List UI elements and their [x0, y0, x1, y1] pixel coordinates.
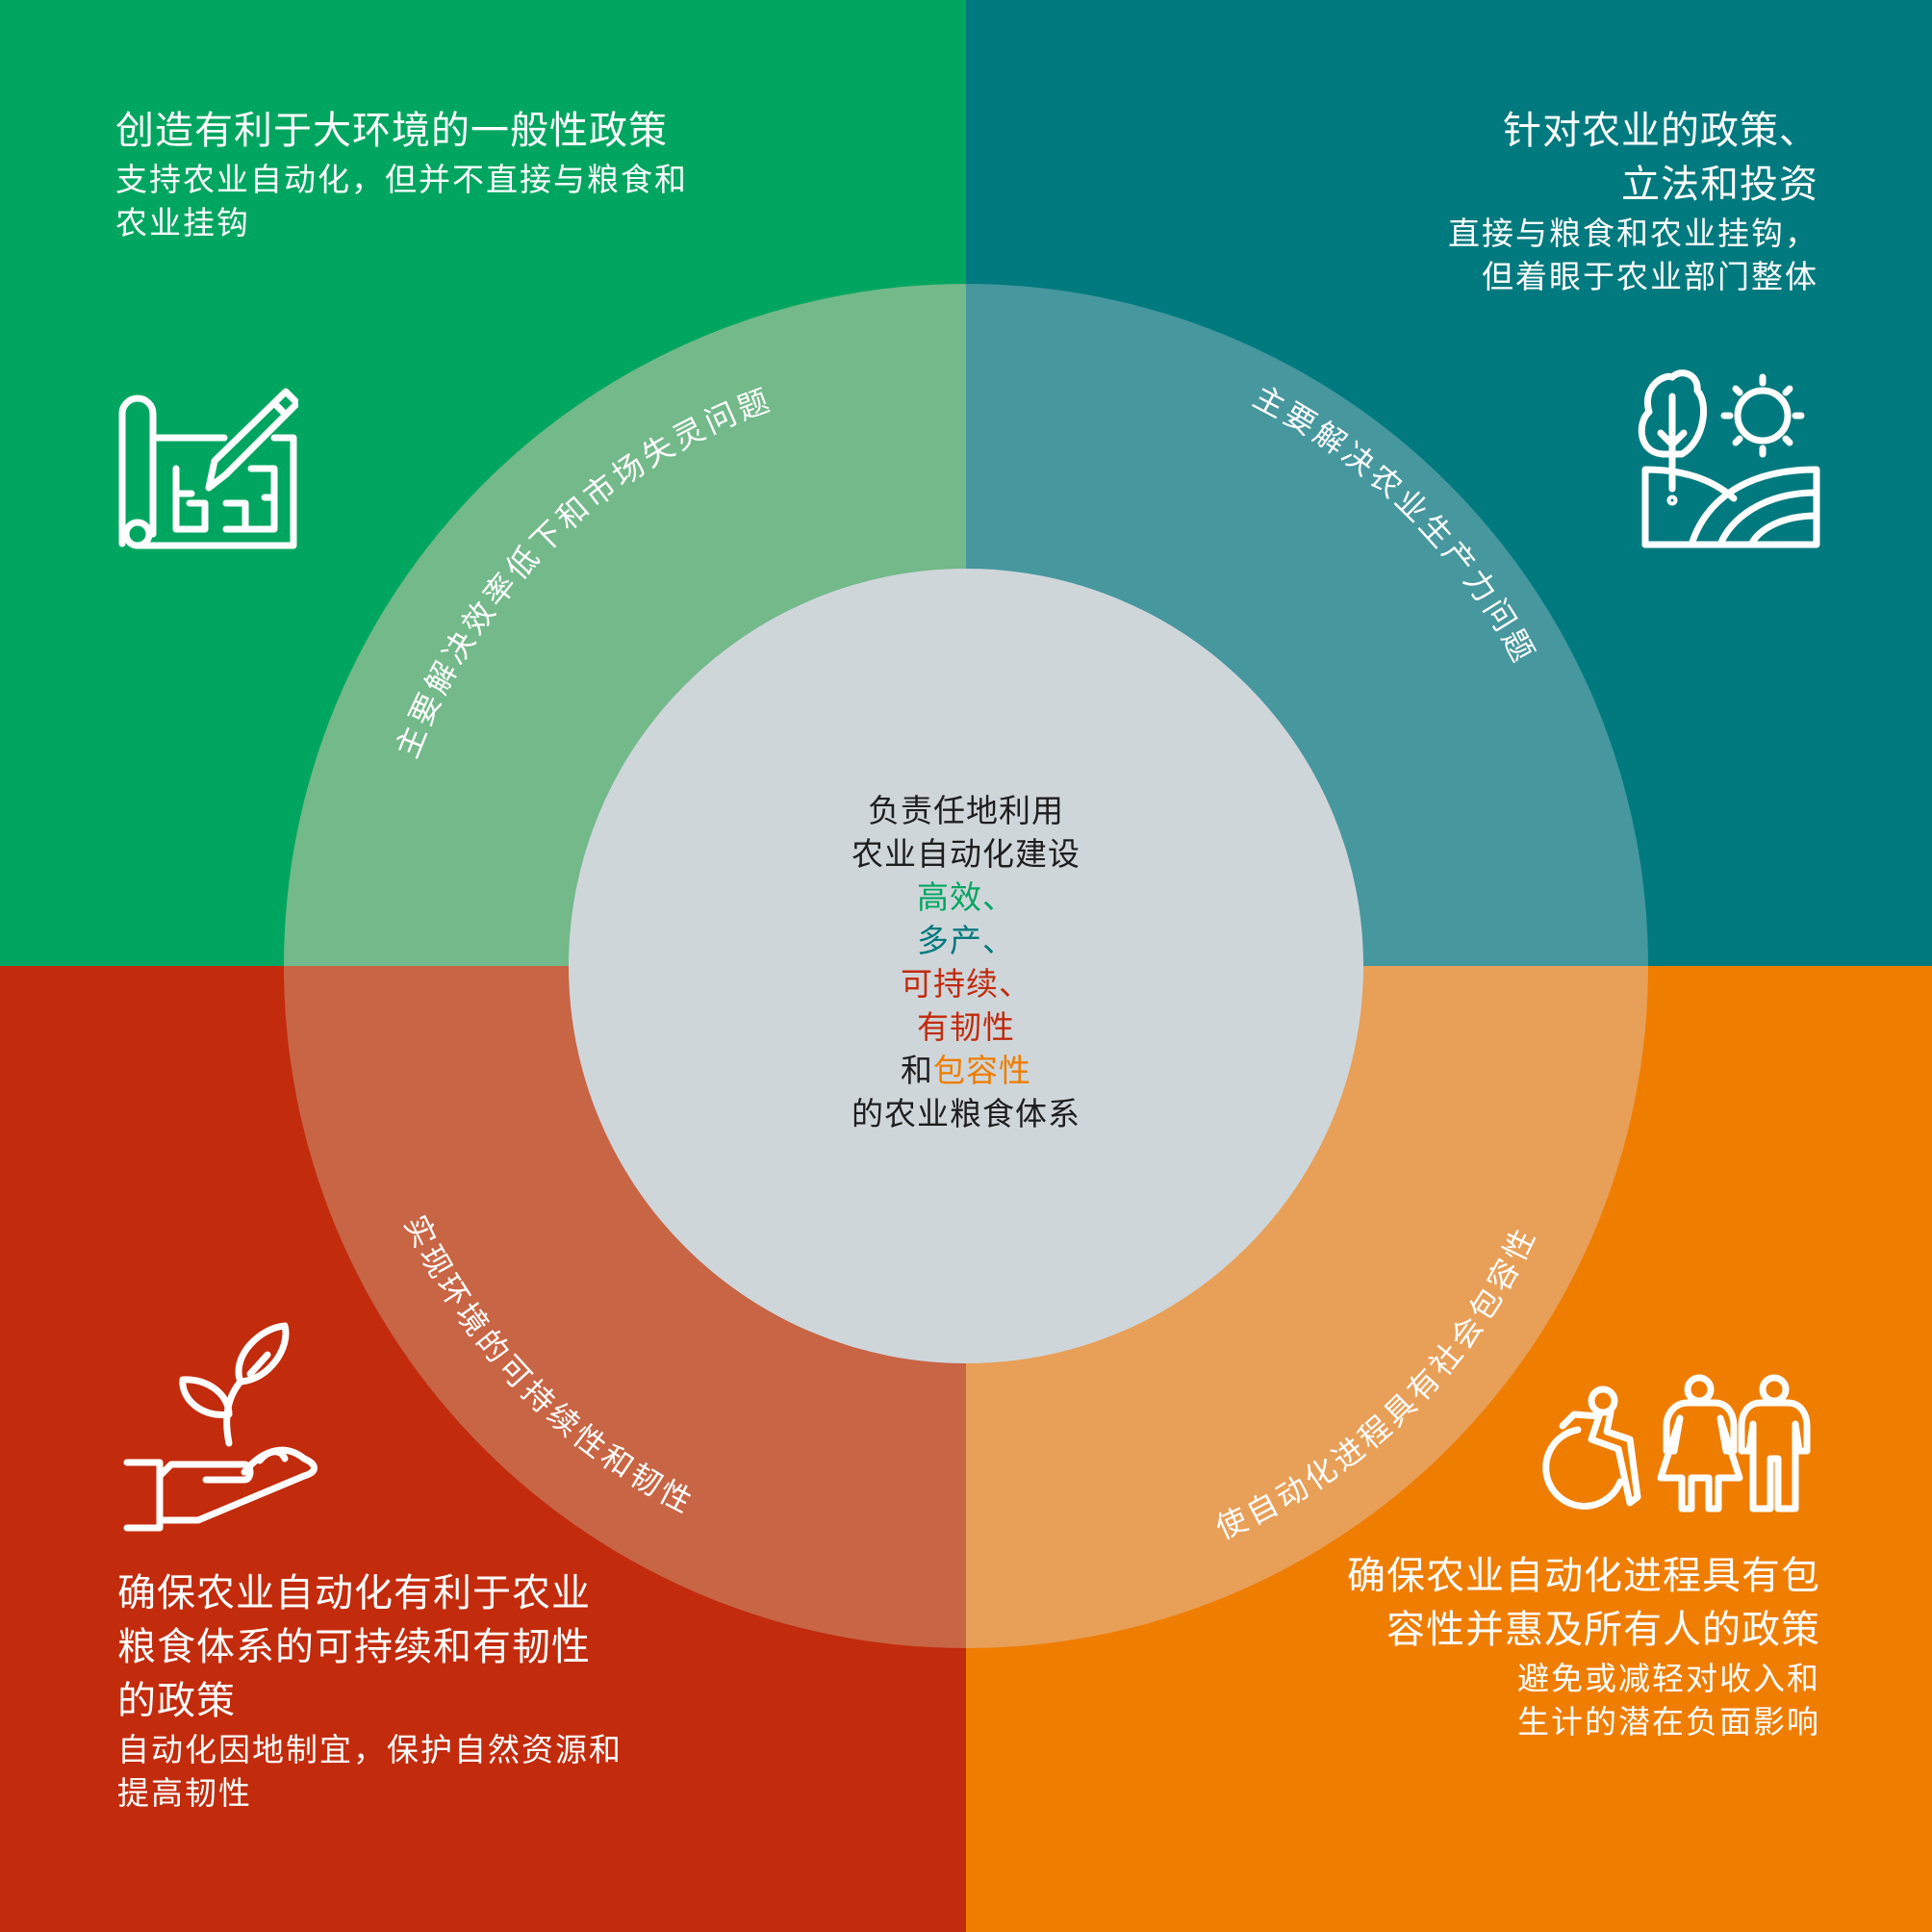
top-right-title-line-2: 立法和投资 — [1621, 163, 1818, 207]
landscape-tree-sun-icon — [1638, 369, 1820, 548]
top-left-title: 创造有利于大环境的一般性政策 — [115, 109, 668, 153]
center-text-block: 负责任地利用 农业自动化建设 高效、 多产、 可持续、 有韧性 和包容性 的农业… — [774, 789, 1158, 1135]
bottom-right-title-line-2: 容性并惠及所有人的政策 — [1386, 1608, 1820, 1652]
bottom-left-title-line-3: 的政策 — [117, 1679, 236, 1723]
center-inclusive-line: 和包容性 — [774, 1049, 1158, 1092]
hand-sprout-icon — [123, 1322, 318, 1532]
blueprint-pencil-icon — [118, 388, 298, 549]
center-sustainable: 可持续、 — [901, 965, 1031, 1003]
center-productive: 多产、 — [917, 922, 1015, 959]
center-line-1: 负责任地利用 — [868, 792, 1064, 829]
top-right-text-block: 针对农业的政策、 立法和投资 直接与粮食和农业挂钩， 但着眼于农业部门整体 — [1251, 104, 1818, 298]
center-and: 和 — [901, 1052, 933, 1089]
bottom-left-subtitle-line-1: 自动化因地制宜，保护自然资源和 — [117, 1731, 623, 1768]
top-right-subtitle-line-1: 直接与粮食和农业挂钩， — [1448, 215, 1818, 252]
center-efficient: 高效、 — [917, 878, 1015, 916]
bottom-left-text-block: 确保农业自动化有利于农业 粮食体系的可持续和有韧性 的政策 自动化因地制宜，保护… — [117, 1566, 772, 1815]
bottom-right-subtitle-line-1: 避免或减轻对收入和 — [1517, 1660, 1820, 1697]
center-circle — [569, 569, 1363, 1363]
people-inclusion-icon — [1542, 1374, 1811, 1513]
bottom-right-subtitle-line-2: 生计的潜在负面影响 — [1517, 1703, 1820, 1741]
bottom-right-title-line-1: 确保农业自动化进程具有包 — [1347, 1554, 1820, 1598]
center-inclusive: 包容性 — [933, 1052, 1031, 1089]
top-left-subtitle-line-2: 农业挂钩 — [115, 204, 250, 242]
top-left-subtitle-line-1: 支持农业自动化，但并不直接与粮食和 — [115, 161, 688, 198]
center-line-2: 农业自动化建设 — [852, 835, 1080, 873]
top-right-title-line-1: 针对农业的政策、 — [1503, 109, 1818, 153]
bottom-left-title-line-1: 确保农业自动化有利于农业 — [117, 1571, 591, 1615]
top-right-subtitle-line-2: 但着眼于农业部门整体 — [1482, 258, 1818, 295]
bottom-right-text-block: 确保农业自动化进程具有包 容性并惠及所有人的政策 避免或减轻对收入和 生计的潜在… — [1232, 1549, 1820, 1743]
top-left-text-block: 创造有利于大环境的一般性政策 支持农业自动化，但并不直接与粮食和 农业挂钩 — [115, 104, 808, 244]
bottom-left-subtitle-line-2: 提高韧性 — [117, 1774, 252, 1812]
center-resilient: 有韧性 — [917, 1008, 1015, 1046]
bottom-left-title-line-2: 粮食体系的可持续和有韧性 — [117, 1625, 591, 1669]
center-line-last: 的农业粮食体系 — [852, 1095, 1080, 1132]
